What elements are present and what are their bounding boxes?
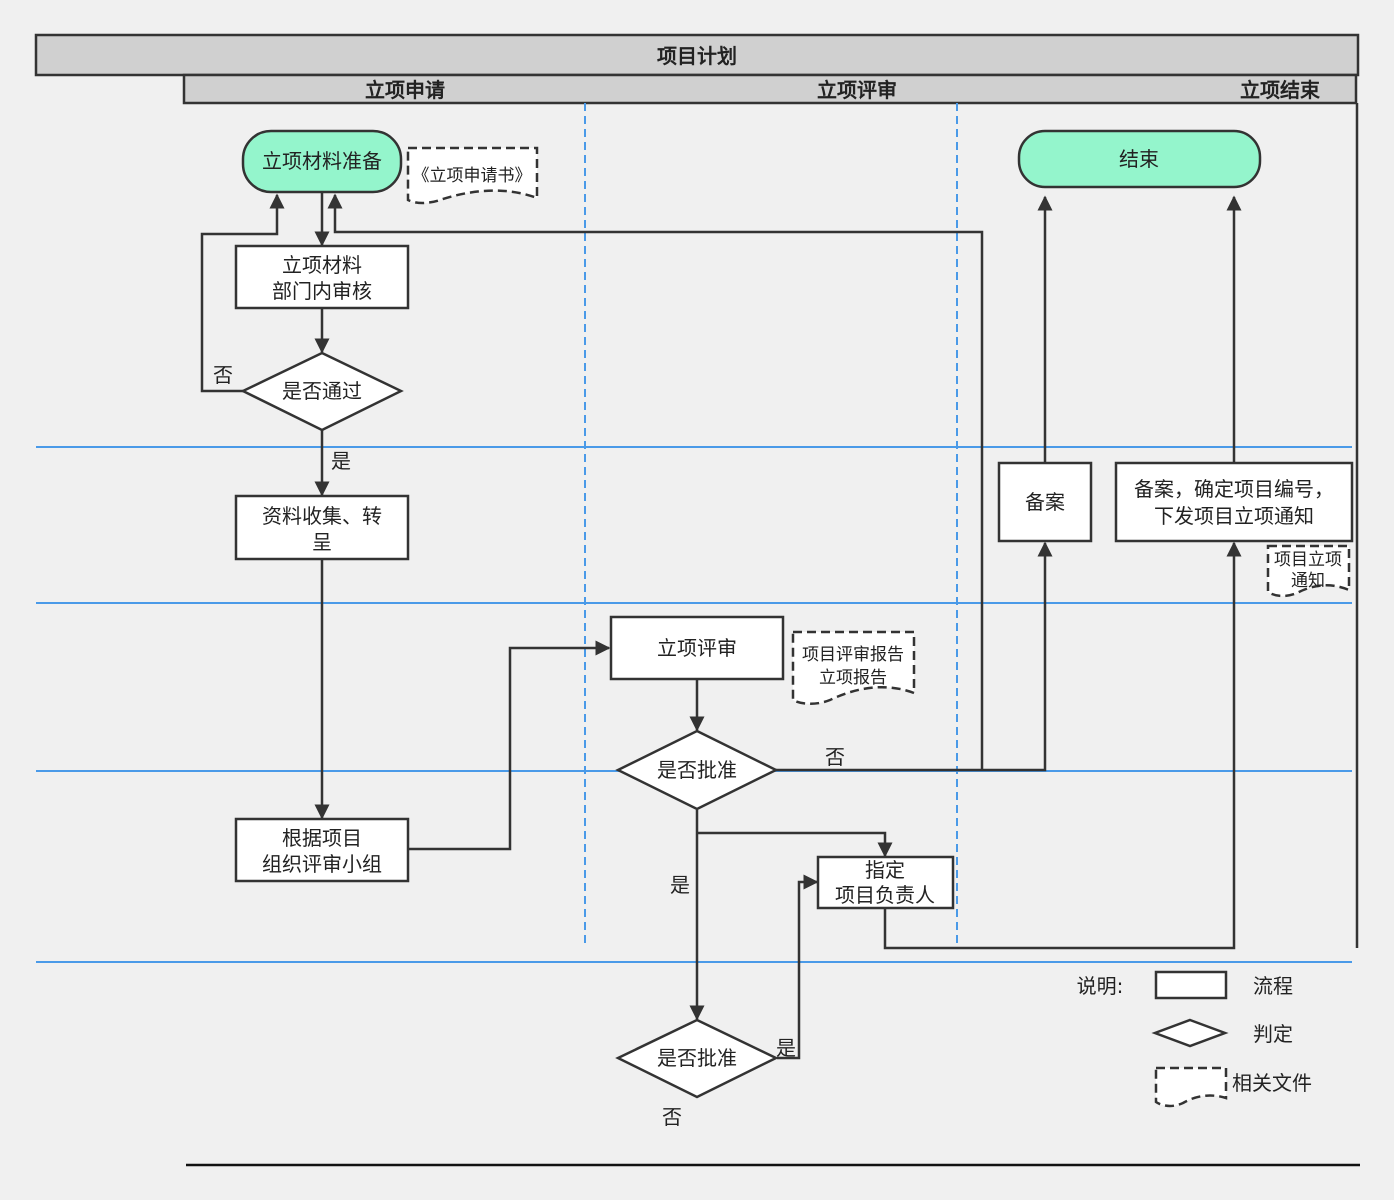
node-approve-decision-label: 是否批准 — [657, 758, 737, 782]
node-pass-decision-label: 是否通过 — [282, 379, 362, 403]
node-archive[interactable] — [997, 461, 1093, 543]
node-archive-notify-line2: 下发项目立项通知 — [1154, 504, 1314, 528]
node-prepare[interactable] — [241, 129, 403, 194]
edge-second-to-assign — [777, 874, 819, 1060]
label-yes-approve-2: 是 — [776, 1036, 796, 1060]
node-assign[interactable] — [816, 855, 955, 910]
doc-review-report-line1: 项目评审报告 — [802, 645, 904, 665]
edge-labels: 否 是 否 是 是 否 — [213, 363, 845, 1129]
swimlanes — [36, 103, 1360, 1167]
doc-review-report[interactable] — [791, 630, 916, 705]
node-organize-line1: 根据项目 — [282, 826, 362, 850]
edge-approve-to-assign — [697, 831, 893, 858]
phase-review: 立项评审 — [817, 78, 897, 102]
node-pass-decision[interactable] — [240, 351, 404, 432]
phase-bar — [182, 73, 1358, 105]
legend: 说明: 流程 判定 相关文件 — [1077, 970, 1312, 1108]
edge-organize-to-review — [409, 640, 611, 851]
node-assign-line2: 项目负责人 — [835, 883, 935, 907]
node-approve-decision[interactable] — [615, 729, 779, 811]
node-collect-line1: 资料收集、转 — [262, 504, 382, 528]
edge-assign-to-notify — [883, 541, 1242, 950]
node-collect-line2: 呈 — [312, 530, 332, 554]
node-archive-label: 备案 — [1025, 490, 1065, 514]
node-dept-review[interactable] — [234, 244, 410, 310]
doc-notice[interactable] — [1266, 544, 1351, 598]
legend-document-shape — [1154, 1066, 1228, 1108]
doc-application-label: 《立项申请书》 — [413, 166, 532, 186]
label-yes-pass: 是 — [331, 449, 351, 473]
label-no-pass: 否 — [213, 363, 233, 387]
documents: 《立项申请书》 项目评审报告 立项报告 项目立项 通知 — [406, 146, 1351, 705]
node-collect[interactable] — [234, 494, 410, 561]
edge-reject-to-archive — [775, 541, 1053, 772]
header: 项目计划 立项申请 立项评审 立项结束 — [34, 33, 1360, 105]
doc-application[interactable] — [406, 146, 539, 205]
nodes: 立项材料准备 立项材料 部门内审核 是否通过 资料收集、转 呈 根据项目 组织评… — [234, 129, 1354, 1099]
node-organize[interactable] — [234, 817, 410, 883]
phase-end: 立项结束 — [1240, 78, 1321, 102]
header-bar — [34, 33, 1360, 77]
node-review-label: 立项评审 — [657, 636, 737, 660]
phase-application: 立项申请 — [365, 78, 445, 102]
legend-process-label: 流程 — [1253, 974, 1293, 998]
doc-notice-line2: 通知 — [1291, 571, 1325, 591]
edge-reject-to-prepare — [327, 193, 984, 770]
node-end[interactable] — [1017, 129, 1262, 189]
node-archive-notify[interactable] — [1114, 461, 1354, 543]
label-yes-approve: 是 — [670, 873, 690, 897]
node-review[interactable] — [609, 615, 785, 681]
label-no-approve-2: 否 — [662, 1105, 682, 1129]
edges — [200, 193, 1242, 1060]
node-approve-decision-2[interactable] — [615, 1018, 779, 1099]
node-archive-notify-line1: 备案，确定项目编号， — [1134, 477, 1334, 501]
doc-notice-line1: 项目立项 — [1274, 550, 1342, 570]
edge-reject-loop — [200, 193, 285, 393]
legend-title: 说明: — [1077, 974, 1124, 998]
node-end-label: 结束 — [1119, 147, 1159, 171]
legend-process-shape — [1154, 970, 1228, 1000]
legend-decision-shape — [1151, 1018, 1229, 1048]
legend-document-label: 相关文件 — [1232, 1071, 1312, 1095]
node-dept-review-line2: 部门内审核 — [272, 279, 372, 303]
doc-review-report-line2: 立项报告 — [819, 668, 887, 688]
node-dept-review-line1: 立项材料 — [282, 253, 362, 277]
node-prepare-label: 立项材料准备 — [262, 149, 382, 173]
node-assign-line1: 指定 — [865, 858, 905, 882]
node-approve-decision-2-label: 是否批准 — [657, 1046, 737, 1070]
legend-decision-label: 判定 — [1253, 1022, 1293, 1046]
header-title: 项目计划 — [657, 44, 737, 68]
label-no-approve: 否 — [825, 745, 845, 769]
node-organize-line2: 组织评审小组 — [262, 852, 382, 876]
